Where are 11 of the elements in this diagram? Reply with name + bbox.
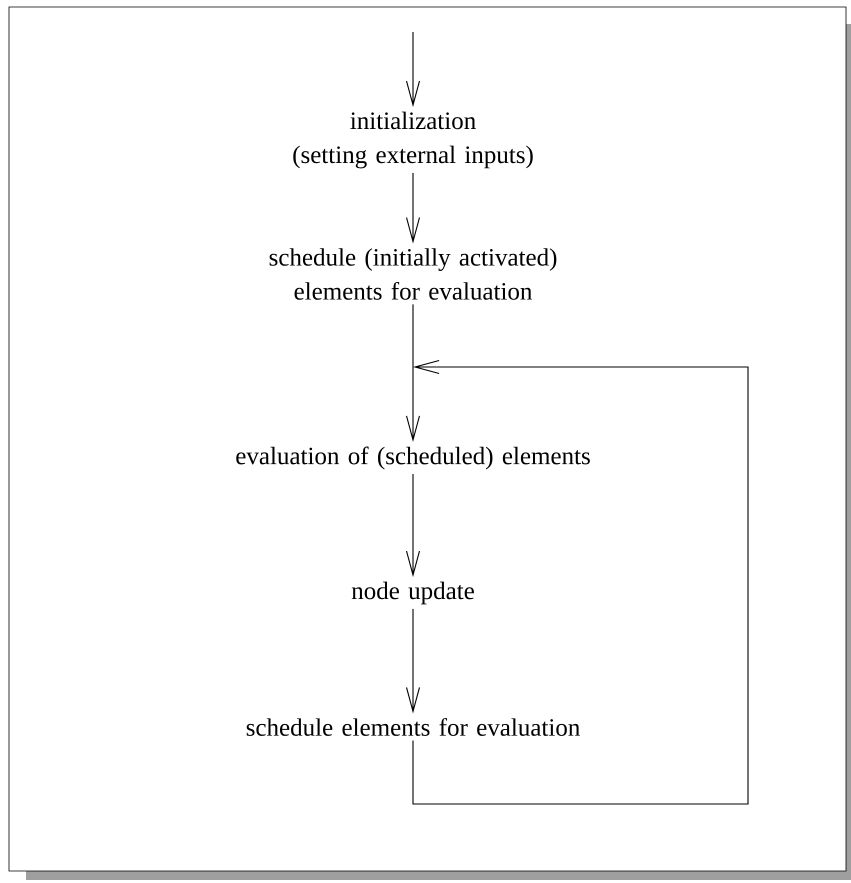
- arrow: [412, 360, 749, 805]
- arrow: [406, 608, 420, 714]
- arrow: [406, 32, 420, 108]
- step-text: evaluation of (scheduled) elements: [236, 446, 590, 470]
- arrow: [406, 474, 420, 578]
- step-text: schedule (initially activated) elements for evaluation: [270, 248, 556, 300]
- arrow: [406, 172, 420, 244]
- arrow: [406, 367, 420, 442]
- step-text: schedule elements for evaluation: [246, 718, 580, 736]
- step-text: node update: [352, 582, 474, 604]
- step-text: initialization (setting external inputs): [293, 112, 533, 168]
